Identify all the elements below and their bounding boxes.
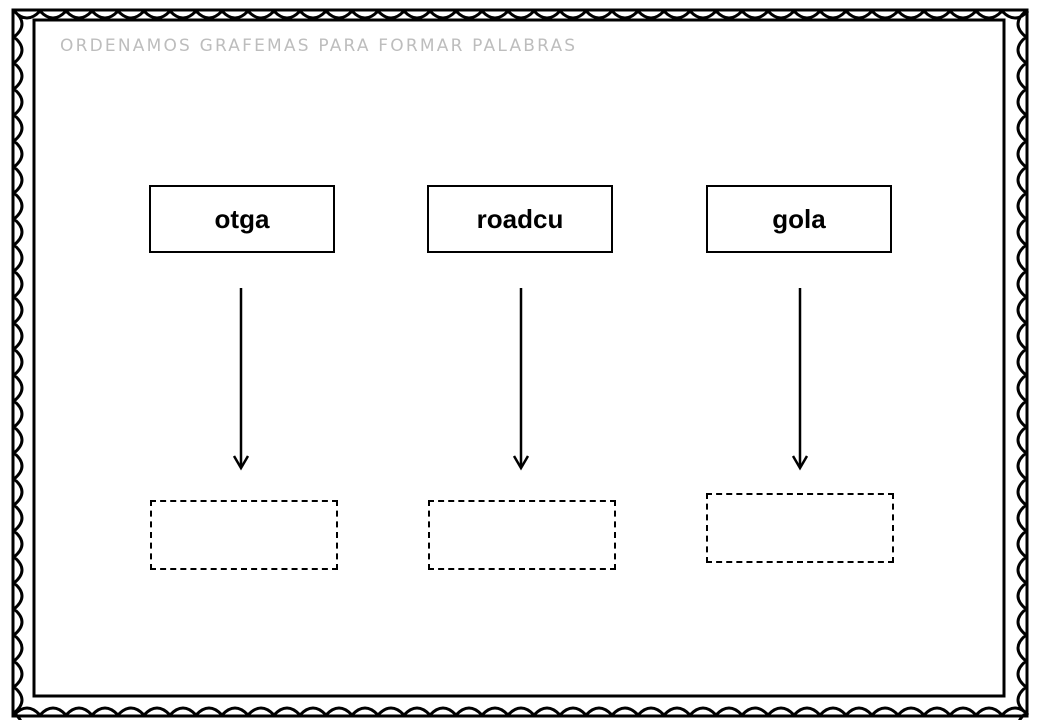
down-arrow-icon xyxy=(512,288,530,471)
down-arrow-icon xyxy=(232,288,250,471)
scrambled-word-box-3: gola xyxy=(706,185,892,253)
down-arrow-icon xyxy=(791,288,809,471)
answer-box-3[interactable] xyxy=(706,493,894,563)
answer-box-2[interactable] xyxy=(428,500,616,570)
answer-box-1[interactable] xyxy=(150,500,338,570)
worksheet-title: ORDENAMOS GRAFEMAS PARA FORMAR PALABRAS xyxy=(60,36,578,56)
scrambled-word-box-1: otga xyxy=(149,185,335,253)
scrambled-word-box-2: roadcu xyxy=(427,185,613,253)
